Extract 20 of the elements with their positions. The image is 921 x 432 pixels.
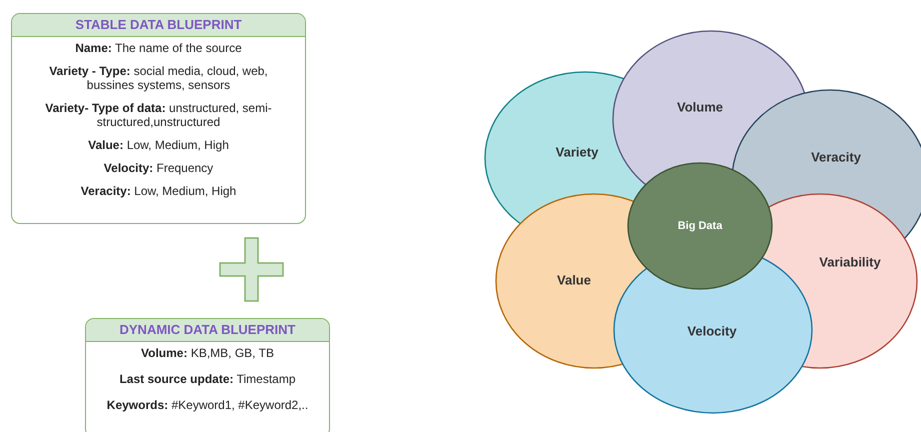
- petal-label: Variability: [819, 253, 881, 272]
- field-text: Name: The name of the source: [75, 40, 242, 54]
- blueprint-card: [85, 318, 330, 432]
- field-text: Volume: KB,MB, GB, TB: [141, 346, 274, 360]
- field-text: Keywords: #Keyword1, #Keyword2,..: [106, 398, 308, 412]
- card-header: DYNAMIC DATA BLUEPRINT: [86, 319, 329, 342]
- petal-label: Variety: [556, 143, 598, 162]
- petal-label: Volume: [677, 98, 723, 116]
- field-text: Veracity: Low, Medium, High: [80, 184, 236, 198]
- petal-label: Big Data: [678, 218, 722, 234]
- field-text: Variety - Type: social media, cloud, web, bussines systems, sensors: [48, 64, 269, 92]
- field-text: Value: Low, Medium, High: [88, 138, 229, 152]
- field-text: Variety- Type of data: unstructured, semi-structured,unstructured: [44, 100, 273, 128]
- card-header: STABLE DATA BLUEPRINT: [12, 14, 305, 36]
- blueprint-card: [11, 13, 306, 224]
- field-text: Last source update: Timestamp: [119, 372, 296, 386]
- field-text: Velocity: Frequency: [104, 160, 214, 174]
- petal-label: Velocity: [687, 322, 737, 340]
- petal-label: Veracity: [811, 148, 861, 166]
- petal-label: Value: [557, 271, 591, 290]
